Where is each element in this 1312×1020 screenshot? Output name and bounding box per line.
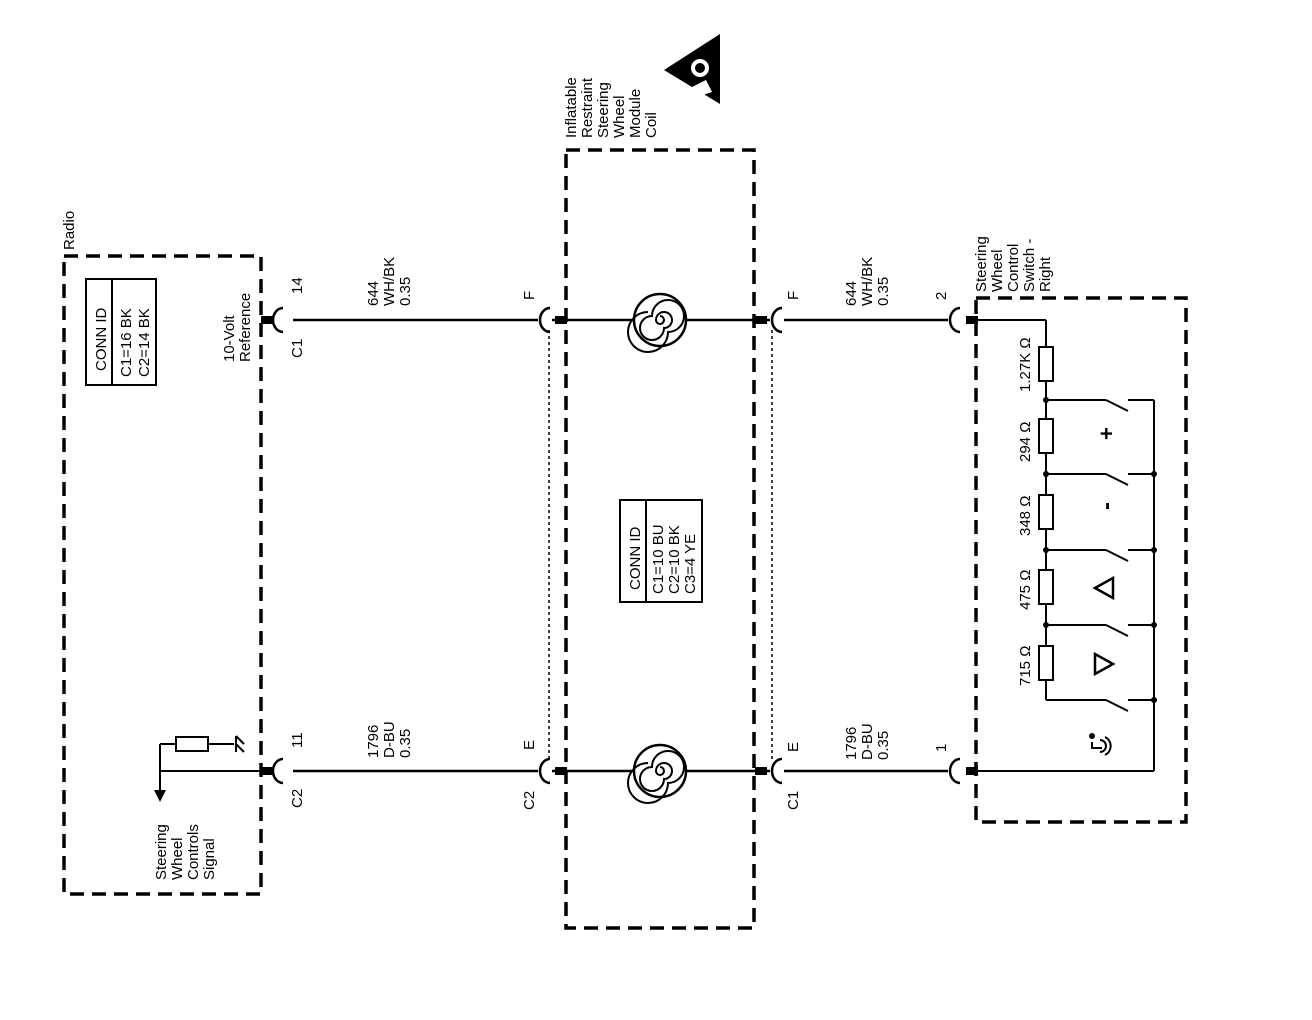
svg-text:C1=16 BK: C1=16 BK — [118, 308, 135, 377]
switch-pin-1-connector — [948, 757, 961, 785]
radio-c1-pin — [261, 316, 273, 324]
radio-title: Radio — [61, 211, 78, 250]
switch-title-5: Right — [1037, 256, 1054, 292]
switch-pin-2-connector — [948, 306, 961, 334]
radio-pin-11: 11 — [289, 732, 306, 748]
svg-text:644: 644 — [843, 281, 860, 306]
switch-ladder — [976, 319, 1157, 772]
resistor-5 — [1038, 645, 1054, 681]
radio-c1-connector — [271, 306, 284, 334]
coil-pin-e-right: E — [785, 742, 802, 752]
coil-c2-label: C2 — [521, 791, 538, 810]
coil-c1-label: C1 — [785, 791, 802, 810]
coil-title-5: Module — [627, 89, 644, 138]
coil-spiral-top — [627, 292, 688, 353]
resistor-3 — [1038, 494, 1054, 530]
volume-up-icon: + — [1094, 427, 1119, 440]
wire-1796-right-labels: 1796 D-BU 0.35 — [843, 723, 892, 760]
radio-c1-label: C1 — [289, 339, 306, 358]
svg-text:WH/BK: WH/BK — [381, 257, 398, 306]
svg-text:CONN ID: CONN ID — [627, 527, 644, 591]
resistor-1-label: 1.27K Ω — [1017, 337, 1034, 392]
coil-pin-e-left: E — [521, 740, 538, 750]
coil-title-4: Wheel — [611, 95, 628, 138]
switch-pin-2: 2 — [933, 292, 950, 300]
ref-label-1: 10-Volt — [221, 314, 238, 362]
coil-pin-f-left: F — [521, 291, 538, 300]
wire-644-right-labels: 644 WH/BK 0.35 — [843, 257, 892, 306]
svg-text:0.35: 0.35 — [397, 277, 414, 306]
svg-text:C2=14 BK: C2=14 BK — [136, 308, 153, 377]
svg-text:D-BU: D-BU — [859, 723, 876, 760]
svg-text:1796: 1796 — [843, 727, 860, 760]
svg-text:0.35: 0.35 — [875, 277, 892, 306]
coil-left-e-connector — [538, 757, 551, 785]
coil-boundary — [564, 148, 756, 930]
radio-pin-14: 14 — [289, 277, 306, 294]
switch-boundary — [974, 296, 1188, 824]
resistor-1 — [1038, 346, 1054, 382]
resistor-4 — [1038, 569, 1054, 605]
wire-644-left-labels: 644 WH/BK 0.35 — [365, 257, 414, 306]
svg-text:0.35: 0.35 — [875, 731, 892, 760]
seek-down-icon — [1093, 651, 1116, 677]
wire-1796-left-labels: 1796 D-BU 0.35 — [365, 721, 414, 758]
coil-left-f-connector — [538, 306, 551, 334]
signal-label-2: Wheel — [169, 837, 186, 880]
signal-label-3: Controls — [185, 824, 202, 880]
radio-c2-pin — [261, 767, 273, 775]
resistor-2-label: 294 Ω — [1017, 422, 1034, 462]
resistor-3-label: 348 Ω — [1017, 496, 1034, 536]
resistor-5-label: 715 Ω — [1017, 646, 1034, 686]
airbag-warning-icon — [664, 34, 720, 104]
svg-text:C2=10 BK: C2=10 BK — [666, 525, 683, 594]
svg-text:CONN ID: CONN ID — [93, 308, 110, 372]
coil-title-1: Inflatable — [563, 77, 580, 138]
seek-up-icon — [1092, 575, 1115, 601]
coil-title-3: Steering — [595, 82, 612, 138]
coil-right-e-connector — [770, 757, 783, 785]
radio-c2-label: C2 — [289, 789, 306, 808]
coil-pin-f-right: F — [785, 291, 802, 300]
svg-text:644: 644 — [365, 281, 382, 306]
svg-text:WH/BK: WH/BK — [859, 257, 876, 306]
volume-down-icon: - — [1093, 502, 1120, 510]
switch-pin-1: 1 — [933, 744, 950, 752]
switch-title-2: Wheel — [989, 249, 1006, 292]
switch-title-1: Steering — [973, 236, 990, 292]
signal-label-4: Signal — [201, 838, 218, 880]
switch-title-4: Switch - — [1021, 239, 1038, 292]
svg-text:0.35: 0.35 — [397, 729, 414, 758]
coil-spiral-bottom — [627, 743, 688, 804]
resistor-4-label: 475 Ω — [1017, 570, 1034, 610]
resistor-2 — [1038, 418, 1054, 454]
radio-c2-connector — [271, 757, 284, 785]
signal-label-1: Steering — [153, 824, 170, 880]
coil-title-2: Restraint — [579, 77, 596, 138]
coil-right-f-connector — [770, 306, 783, 334]
voice-command-icon — [1089, 733, 1112, 756]
radio-signal-path — [154, 736, 261, 802]
radio-conn-id-box: CONN ID C1=16 BK C2=14 BK — [85, 278, 157, 386]
coil-conn-id-box: CONN ID C1=10 BU C2=10 BK C3=4 YE — [619, 499, 703, 603]
switch-title-3: Control — [1005, 244, 1022, 292]
svg-text:1796: 1796 — [365, 725, 382, 758]
radio-boundary — [62, 254, 263, 896]
svg-text:C3=4 YE: C3=4 YE — [682, 534, 699, 594]
svg-text:C1=10 BU: C1=10 BU — [650, 524, 667, 594]
svg-text:D-BU: D-BU — [381, 721, 398, 758]
ground-icon — [235, 735, 245, 753]
ref-label-2: Reference — [237, 293, 254, 362]
coil-title-6: Coil — [643, 112, 660, 138]
